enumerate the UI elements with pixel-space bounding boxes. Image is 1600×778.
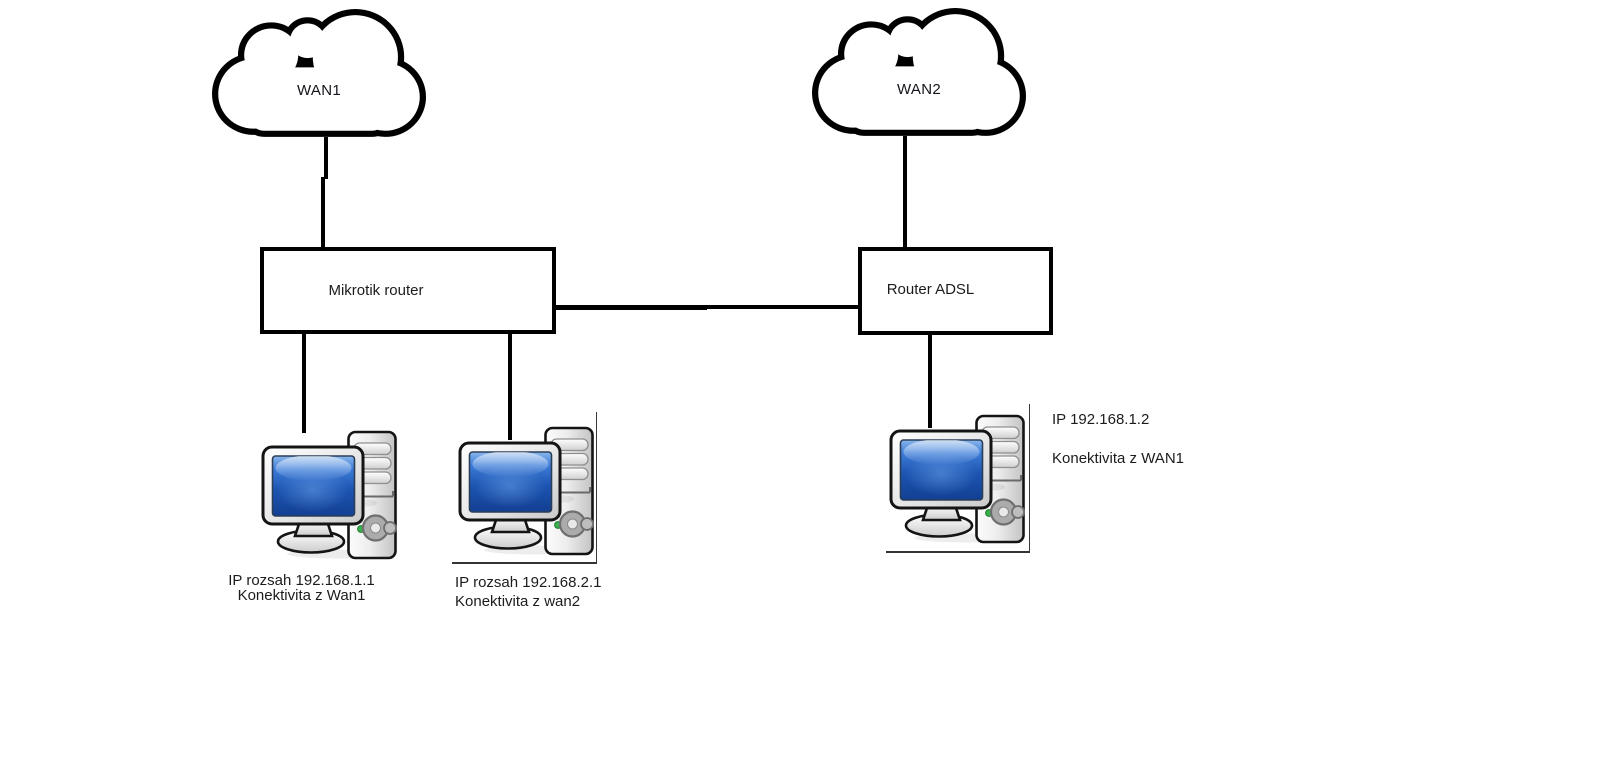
cloud-wan1-label: WAN1 [297,82,341,99]
connector-mikrotik-to-adsl-right [706,305,862,309]
connector-wan2-to-adsl [903,136,907,248]
router-mikrotik-label: Mikrotik router [328,282,424,299]
pc3-caption: IP 192.168.1.2 Konektivita z WAN1 [1052,411,1272,467]
desktop-pc-icon [458,426,594,556]
caption-line: Konektivita z Wan1 [237,587,366,604]
cloud-wan2-label: WAN2 [897,81,941,98]
router-adsl-label: Router ADSL [886,280,975,298]
caption-line: IP rozsah 192.168.1.1 [228,572,375,589]
connector-mikrotik-to-pc2 [508,333,512,440]
caption-line: IP 192.168.1.2 [1052,411,1150,428]
clipart-frame-pc2 [452,412,597,564]
cloud-icon [812,8,1026,136]
router-box-adsl: Router ADSL [858,247,1053,335]
cloud-icon [212,9,426,137]
caption-line: Konektivita z WAN1 [1052,450,1184,467]
connector-adsl-to-pc3 [928,334,932,428]
caption-line: IP rozsah 192.168.2.1 [455,574,602,591]
cloud-wan2: WAN2 [812,7,1026,142]
clipart-frame-pc3 [886,404,1030,553]
desktop-pc-icon [261,430,397,560]
cloud-wan1: WAN1 [212,8,426,143]
connector-mikrotik-to-pc1 [302,333,306,433]
desktop-pc-icon [889,414,1025,544]
pc1-caption: IP rozsah 192.168.1.1 Konektivita z Wan1 [214,573,389,603]
pc2-caption: IP rozsah 192.168.2.1 Konektivita z wan2 [455,574,655,611]
caption-line: Konektivita z wan2 [455,592,581,610]
connector-wan1-to-mikrotik-upper [324,137,328,179]
connector-wan1-to-mikrotik-lower [321,177,325,248]
connector-mikrotik-to-adsl-left [556,305,707,310]
router-box-mikrotik: Mikrotik router [260,247,556,334]
